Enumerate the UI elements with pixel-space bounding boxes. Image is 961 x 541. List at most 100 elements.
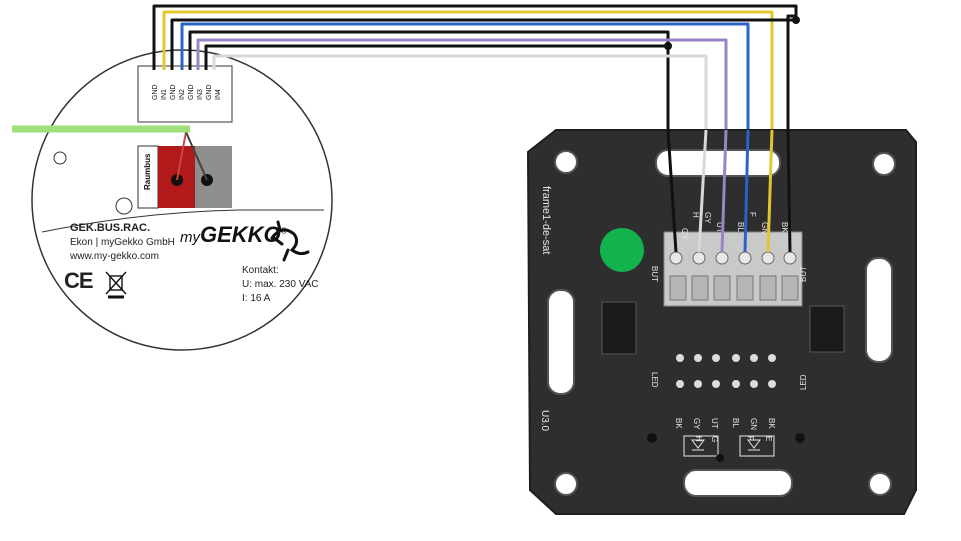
relay-wire-2 xyxy=(185,131,208,181)
corner-hole-br xyxy=(868,472,892,496)
connector-ports xyxy=(669,251,799,301)
connector-lever xyxy=(713,275,731,301)
brand-logo: myGEKKO® xyxy=(180,222,287,248)
mounting-hole-left xyxy=(53,151,67,165)
connector-port xyxy=(715,251,729,265)
contact-title: Kontakt: xyxy=(242,265,279,276)
led-code: BK xyxy=(674,418,683,429)
board-version: U3.0 xyxy=(539,410,550,432)
wire-end-grey xyxy=(697,129,708,253)
led-pad xyxy=(694,354,702,362)
brand-mark: ® xyxy=(280,226,287,236)
led-pads xyxy=(676,354,776,388)
led-pad xyxy=(750,380,758,388)
wire-end-yellow xyxy=(766,129,774,253)
connector-lever xyxy=(691,275,709,301)
led-pad xyxy=(732,354,740,362)
wire-junction xyxy=(792,16,800,24)
pin-label: BK xyxy=(780,222,789,233)
led-pad xyxy=(732,380,740,388)
connector-port xyxy=(669,251,683,265)
led-pad xyxy=(676,354,684,362)
screw-hole xyxy=(647,433,657,443)
manufacturer: Ekon | myGekko GmbH xyxy=(70,237,175,248)
terminal-connector-block xyxy=(663,231,803,307)
connector-port xyxy=(761,251,775,265)
wire-gnd-4-black xyxy=(204,44,668,70)
connector-lever xyxy=(781,275,799,301)
terminal-label: IN2 xyxy=(179,89,186,100)
led-pad xyxy=(768,354,776,362)
label-plate-outline xyxy=(41,209,324,233)
terminal-label: GND xyxy=(152,84,159,100)
relay-terminal-grey xyxy=(195,146,232,208)
pin-label: UT xyxy=(715,222,724,233)
led-code: GY xyxy=(692,418,701,430)
led-pad xyxy=(712,380,720,388)
pin-label: GY xyxy=(703,212,712,224)
slot-top xyxy=(655,149,781,177)
terminal-label: GND xyxy=(170,84,177,100)
pin-label: GN xyxy=(760,222,769,234)
led-label-left: LED xyxy=(650,372,659,388)
terminal-label: GND xyxy=(188,84,195,100)
ce-mark: CE xyxy=(64,268,94,293)
corner-hole-tr xyxy=(872,152,896,176)
led-code: F xyxy=(746,436,755,441)
brand-name: GEKKO xyxy=(200,222,281,247)
gecko-icon xyxy=(270,220,310,262)
connector-lever xyxy=(669,275,687,301)
led-code: GN xyxy=(749,418,758,430)
wire-end-black xyxy=(666,129,678,253)
screw-hole xyxy=(795,433,805,443)
wire-ends xyxy=(666,129,792,253)
connector-pin-labels: GY H GY UT BL F GN BK xyxy=(680,212,789,240)
green-button[interactable] xyxy=(600,228,644,272)
led-pad xyxy=(712,354,720,362)
wire-junction xyxy=(664,42,672,50)
pin-label: GY xyxy=(680,228,689,240)
but-label-left: BUT xyxy=(650,266,659,282)
pcb-outline xyxy=(526,129,917,515)
wire-gnd-2-black xyxy=(170,18,796,70)
product-code: GEK.BUS.RAC. xyxy=(70,222,151,234)
wire-end-violet xyxy=(720,129,728,253)
pin-label: BL xyxy=(736,222,745,232)
pin-label: F xyxy=(748,212,757,217)
contact-current: I: 16 A xyxy=(242,293,271,304)
slot-right xyxy=(865,257,893,363)
screw-hole xyxy=(716,454,724,462)
led-pad xyxy=(768,380,776,388)
led-code: UT xyxy=(710,418,719,429)
terminal-strip xyxy=(137,65,233,123)
website: www.my-gekko.com xyxy=(70,251,159,262)
actuator-module: GND IN1 GND IN2 GND IN3 GND IN4 Raumbus xyxy=(12,49,333,351)
connector-lever xyxy=(736,275,754,301)
wire-in1-yellow xyxy=(162,10,774,236)
corner-hole-tl xyxy=(554,150,578,174)
led-code: E xyxy=(764,436,773,441)
raumbus-label: Raumbus xyxy=(143,153,152,190)
connector-port xyxy=(738,251,752,265)
terminal-label: IN4 xyxy=(215,89,222,100)
terminal-labels: GND IN1 GND IN2 GND IN3 GND IN4 xyxy=(152,84,222,100)
connector-lever xyxy=(759,275,777,301)
slot-bottom xyxy=(683,469,793,497)
weee-icon xyxy=(105,271,127,299)
pin-label: H xyxy=(691,212,700,218)
pin-header-right xyxy=(809,305,845,353)
pin-header-left xyxy=(601,301,637,355)
led-code: H xyxy=(694,436,703,442)
led-code: BL xyxy=(731,418,740,428)
led-color-codes: BK GY UT BL GN BK H G F E xyxy=(674,418,776,442)
contact-voltage: U: max. 230 VAC xyxy=(242,279,319,290)
terminal-label: IN3 xyxy=(197,89,204,100)
relay-wire-1 xyxy=(176,131,187,181)
led-label-right: LED xyxy=(799,374,808,390)
wire-end-blue xyxy=(743,129,750,253)
led-pad xyxy=(676,380,684,388)
brand-prefix: my xyxy=(180,229,200,246)
led-diode-symbols xyxy=(683,435,775,457)
led-code: G xyxy=(710,436,719,442)
